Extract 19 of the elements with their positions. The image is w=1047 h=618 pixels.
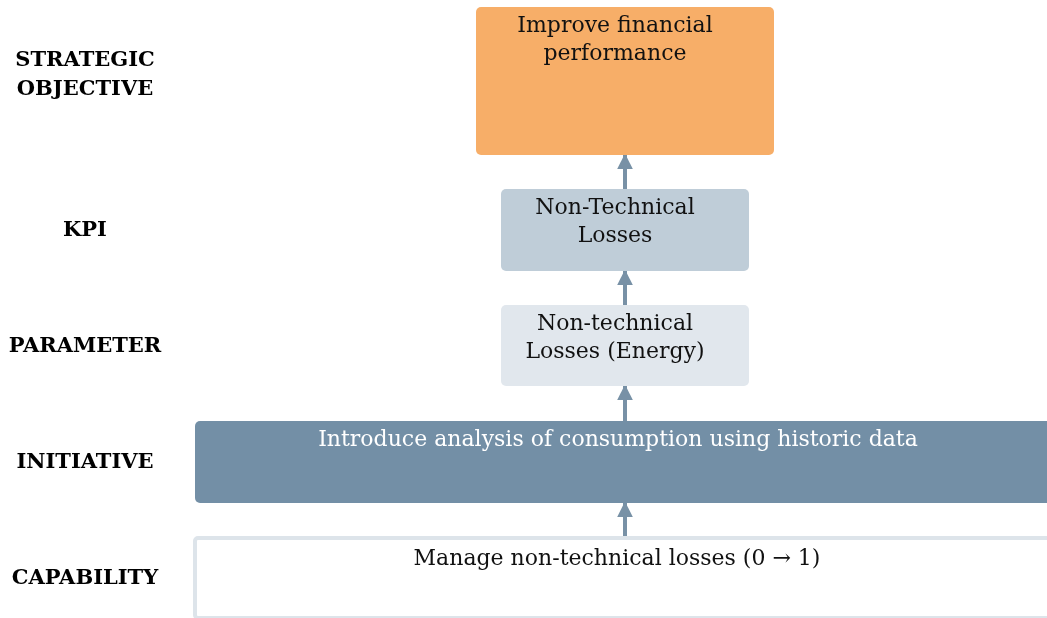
arrow xyxy=(617,501,633,536)
process-box xyxy=(501,189,749,271)
row-label: PARAMETER xyxy=(7,331,163,359)
node-text: Non-technical Losses (Energy) xyxy=(524,309,706,365)
row-label: KPI xyxy=(62,215,108,243)
arrow xyxy=(617,384,633,421)
row-label: CAPABILITY xyxy=(10,563,160,591)
node-text: Introduce analysis of consumption using historic data xyxy=(317,425,919,453)
band xyxy=(195,421,1047,503)
node-text: Improve financial performance xyxy=(516,11,714,67)
node-text: Non-Technical Losses xyxy=(534,193,696,249)
arrow xyxy=(617,153,633,189)
process-box xyxy=(501,305,749,386)
row-label: INITIATIVE xyxy=(15,447,155,475)
row-label: STRATEGIC OBJECTIVE xyxy=(14,45,156,102)
process-box xyxy=(476,7,774,155)
band xyxy=(193,536,1047,618)
arrow xyxy=(617,269,633,305)
node-text: Manage non-technical losses (0 → 1) xyxy=(412,544,822,572)
